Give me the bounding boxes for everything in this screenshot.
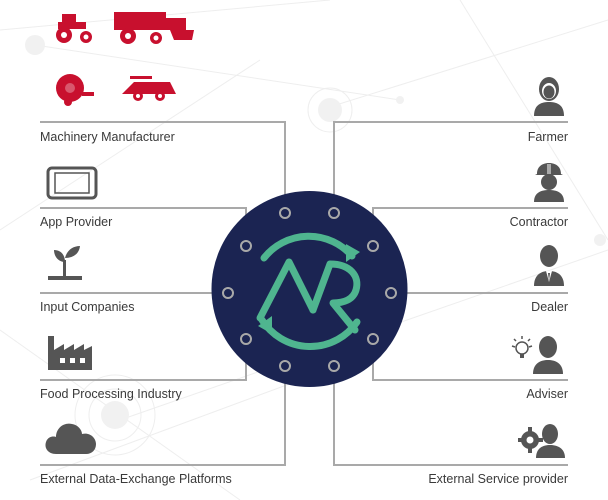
tractor-icon [56,14,92,43]
connector-machinery-manufacturer [40,121,286,209]
sprayer-icon [122,76,176,101]
seedling-icon [48,246,82,280]
farmer-icon [534,77,564,116]
port-external-data-exchange-platforms [279,360,291,372]
combine-harvester-icon [114,12,194,44]
connector-adviser [372,342,568,381]
contractor-helmet-icon [534,163,564,202]
label-app-provider: App Provider [40,215,113,229]
port-external-service-provider [328,360,340,372]
port-dealer [385,287,397,299]
label-input-companies: Input Companies [40,300,135,314]
connector-food-processing-industry [40,342,247,381]
port-farmer [328,207,340,219]
connector-external-data-exchange-platforms [40,369,286,466]
label-farmer: Farmer [527,130,568,144]
label-adviser: Adviser [526,387,568,401]
port-contractor [367,240,379,252]
port-app-provider [240,240,252,252]
round-baler-icon [56,74,94,106]
label-dealer: Dealer [531,300,568,314]
cloud-icon [45,423,96,454]
label-machinery-manufacturer: Machinery Manufacturer [40,130,175,144]
port-food-processing-industry [240,333,252,345]
port-input-companies [222,287,234,299]
connector-external-service-provider [333,369,568,466]
ar-logo-icon [256,232,361,351]
hub-circle [211,191,408,387]
tablet-icon [46,166,98,200]
port-machinery-manufacturer [279,207,291,219]
dealer-suit-icon [534,245,564,286]
port-adviser [367,333,379,345]
adviser-lightbulb-icon [511,336,563,374]
label-food-processing-industry: Food Processing Industry [40,387,182,401]
label-external-data-exchange-platforms: External Data-Exchange Platforms [40,472,232,486]
label-external-service-provider: External Service provider [428,472,568,486]
connector-farmer [333,121,568,209]
factory-icon [48,336,92,370]
label-contractor: Contractor [509,215,568,229]
service-gear-icon [518,424,565,458]
